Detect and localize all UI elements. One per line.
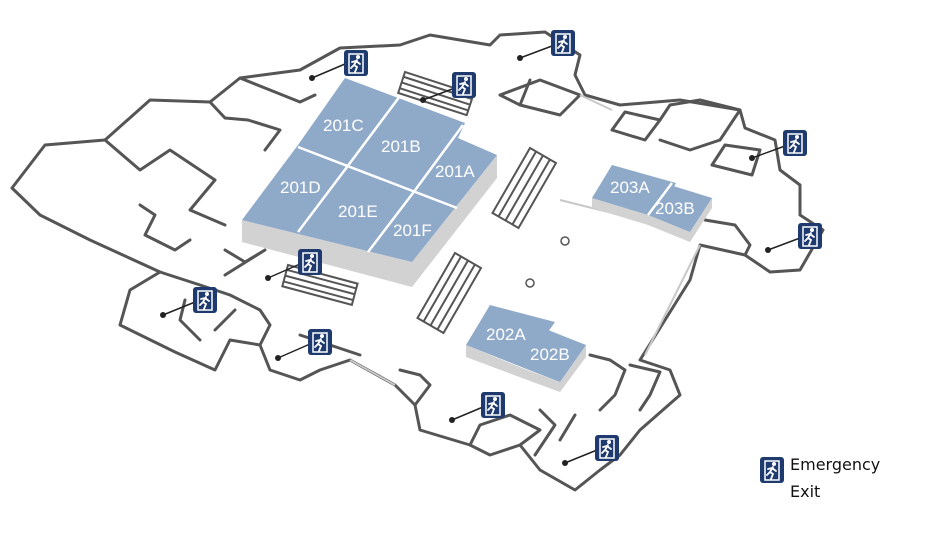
emergency-exit-icon[interactable] — [595, 435, 619, 461]
stairs-west — [281, 263, 359, 307]
map-legend: Emergency Exit — [760, 451, 890, 505]
emergency-exit-icon[interactable] — [298, 249, 322, 275]
room-201D-label[interactable]: 201D — [280, 178, 321, 197]
room-block-203: 203A 203B — [592, 165, 712, 242]
emergency-exit-icon[interactable] — [551, 30, 575, 56]
column-marker — [560, 236, 570, 246]
room-201F-label[interactable]: 201F — [393, 221, 432, 240]
room-201C-label[interactable]: 201C — [323, 116, 364, 135]
room-201B-label[interactable]: 201B — [381, 137, 421, 156]
room-201E-label[interactable]: 201E — [338, 202, 378, 221]
emergency-exit-icon[interactable] — [344, 50, 368, 76]
stairs-north — [396, 70, 475, 117]
stairs-center — [491, 146, 558, 230]
emergency-exit-icon[interactable] — [452, 72, 476, 98]
emergency-exits — [160, 30, 822, 466]
emergency-exit-icon[interactable] — [798, 223, 822, 249]
emergency-exit-icon[interactable] — [783, 130, 807, 156]
room-202B-label[interactable]: 202B — [530, 345, 570, 364]
room-block-202: 202A 202B — [466, 305, 586, 392]
emergency-exit-icon[interactable] — [193, 287, 217, 313]
legend-label: Emergency Exit — [790, 455, 881, 501]
emergency-exit-icon[interactable] — [481, 392, 505, 418]
room-202A-label[interactable]: 202A — [486, 325, 526, 344]
building-walls — [10, 30, 825, 492]
column-marker — [525, 278, 535, 288]
room-203B-label[interactable]: 203B — [655, 199, 695, 218]
room-203A-label[interactable]: 203A — [610, 178, 650, 197]
emergency-exit-icon[interactable] — [308, 329, 332, 355]
emergency-exit-icon — [760, 457, 784, 483]
room-201A-label[interactable]: 201A — [435, 162, 475, 181]
stairs-south — [416, 251, 483, 335]
